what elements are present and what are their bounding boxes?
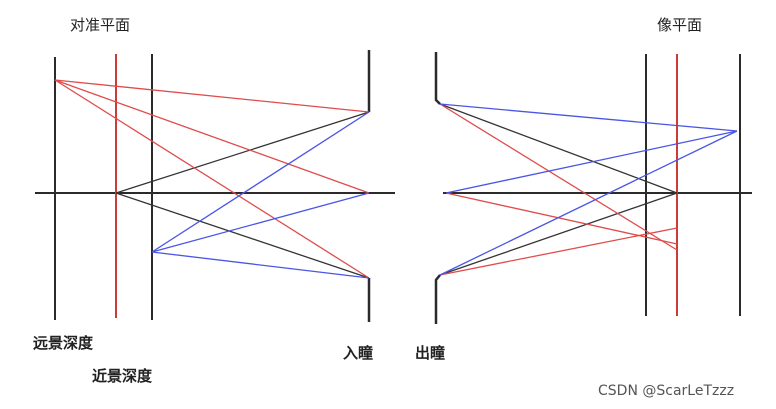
near-depth-label: 近景深度 xyxy=(92,367,153,385)
black-rays xyxy=(115,103,678,279)
exit-pupil-lower xyxy=(434,274,441,324)
image-plane-label: 像平面 xyxy=(657,16,703,34)
watermark: CSDN @ScarLeTzzz xyxy=(598,383,735,399)
focus-plane-label: 对准平面 xyxy=(70,16,131,34)
exit-pupil-upper xyxy=(434,52,441,105)
exit-pupil-label: 出瞳 xyxy=(415,344,446,362)
entrance-pupil-label: 入瞳 xyxy=(343,344,374,362)
far-depth-label: 远景深度 xyxy=(33,334,94,352)
red-rays xyxy=(54,79,678,279)
blue-rays xyxy=(151,103,738,279)
